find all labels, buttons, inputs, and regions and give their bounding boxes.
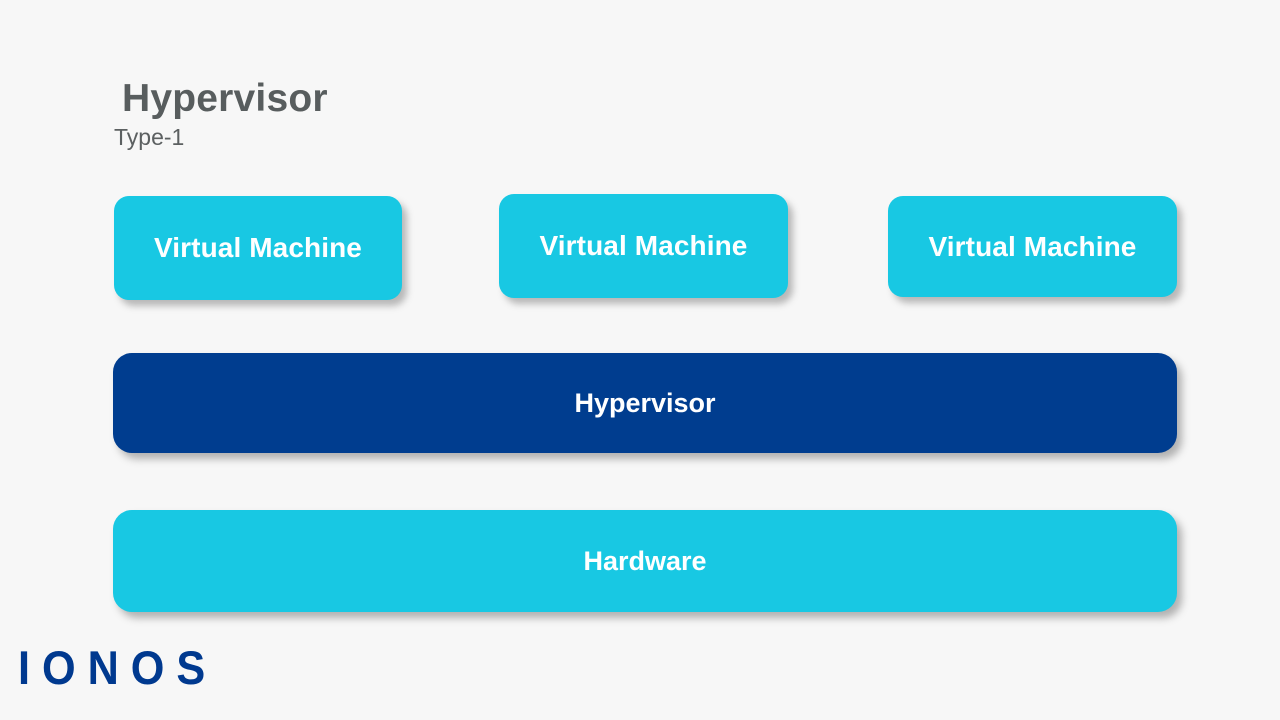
virtual-machine-box-1-label: Virtual Machine xyxy=(154,232,362,263)
virtual-machine-box-1: Virtual Machine xyxy=(114,196,402,300)
virtual-machine-box-3: Virtual Machine xyxy=(888,196,1177,297)
hardware-layer-bar: Hardware xyxy=(113,510,1177,612)
heading-block: Hypervisor Type-1 xyxy=(112,77,328,151)
hypervisor-layer-label: Hypervisor xyxy=(574,387,716,418)
ionos-logo: IONOS xyxy=(18,641,218,694)
virtual-machine-box-3-label: Virtual Machine xyxy=(928,230,1137,262)
hardware-layer-label: Hardware xyxy=(583,545,707,576)
virtual-machine-box-2-label: Virtual Machine xyxy=(539,230,748,261)
hypervisor-layer-bar: Hypervisor xyxy=(113,353,1177,453)
page-subtitle: Type-1 xyxy=(114,124,185,151)
page-title: Hypervisor xyxy=(122,77,328,120)
virtual-machine-box-2: Virtual Machine xyxy=(499,194,788,298)
